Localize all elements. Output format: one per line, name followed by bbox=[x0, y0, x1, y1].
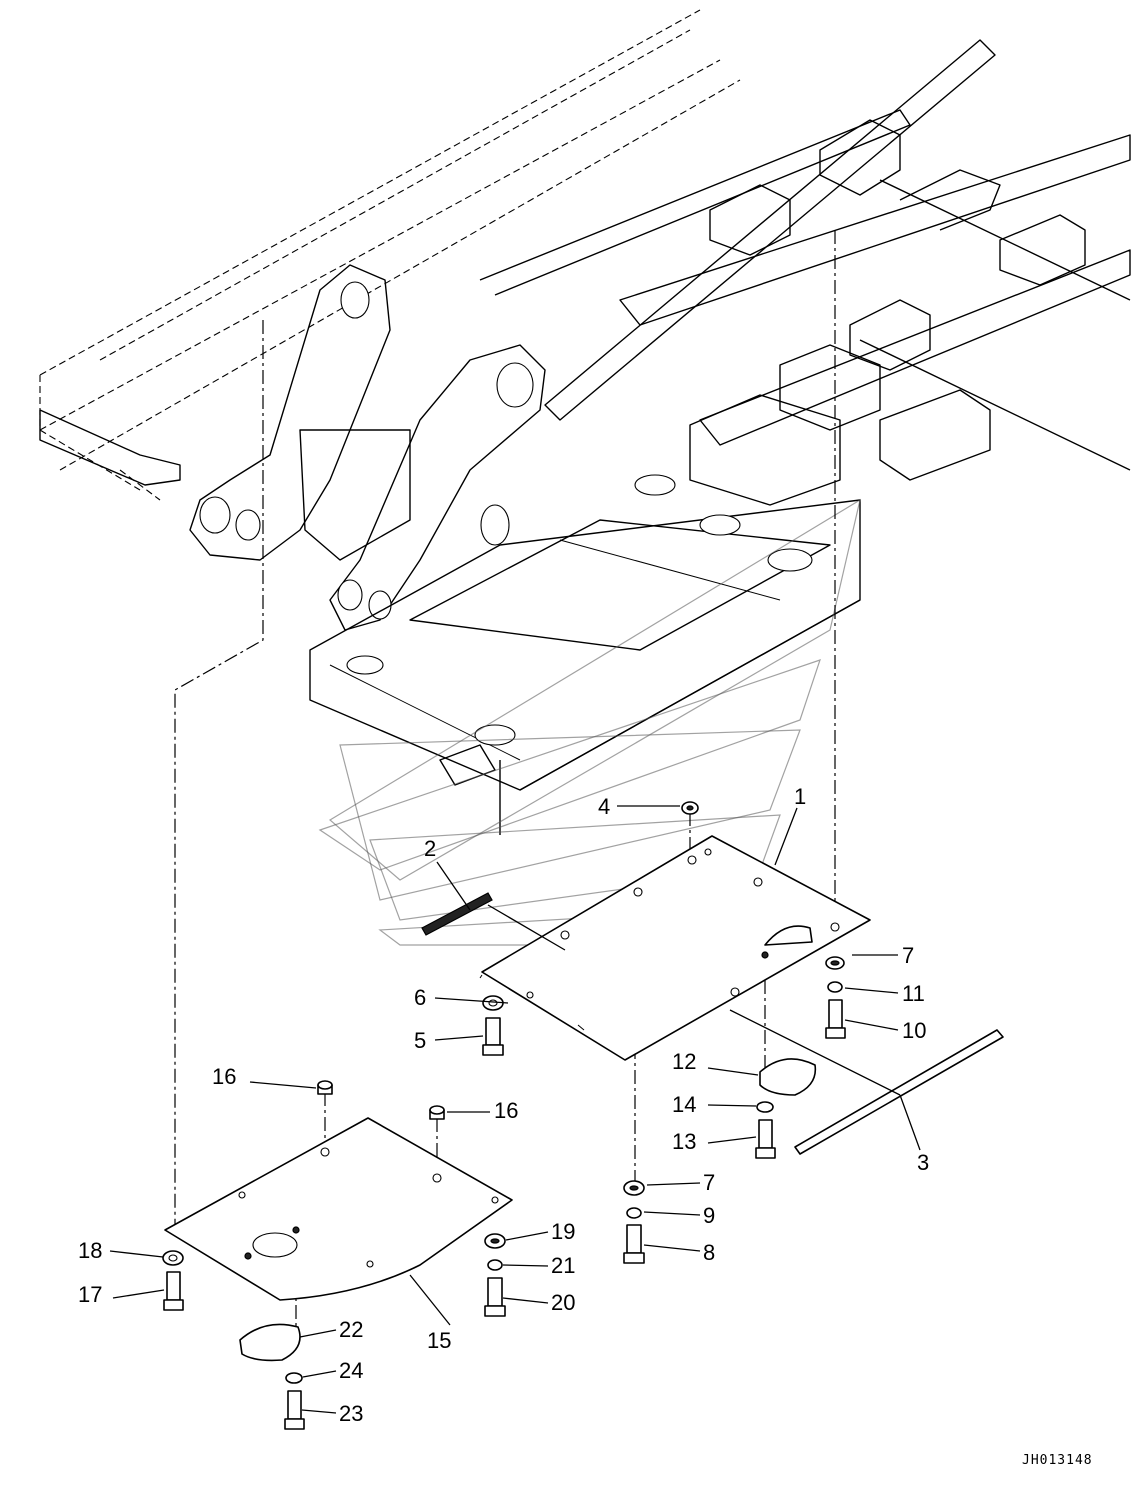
callout-5: 5 bbox=[414, 1028, 426, 1053]
callout-4: 4 bbox=[598, 794, 610, 819]
callout-12: 12 bbox=[672, 1049, 696, 1074]
undercover-plate-15 bbox=[164, 1117, 513, 1326]
callout-16-left: 16 bbox=[212, 1064, 236, 1089]
callout-leaders bbox=[109, 805, 899, 1414]
callout-16-right: 16 bbox=[494, 1098, 518, 1123]
callout-1: 1 bbox=[794, 784, 806, 809]
revolving-frame-assembly bbox=[39, 9, 1131, 835]
fasteners bbox=[162, 801, 846, 1430]
drawing-number: JH013148 bbox=[1022, 1453, 1093, 1468]
callout-18: 18 bbox=[78, 1238, 102, 1263]
callout-13: 13 bbox=[672, 1129, 696, 1154]
callout-22: 22 bbox=[339, 1317, 363, 1342]
callout-19: 19 bbox=[551, 1219, 575, 1244]
callout-labels: 1 2 3 4 5 6 7 7 8 9 10 11 12 13 14 15 16… bbox=[78, 784, 929, 1426]
callout-9: 9 bbox=[703, 1203, 715, 1228]
callout-15: 15 bbox=[427, 1328, 451, 1353]
seal-strip-3 bbox=[729, 1009, 1004, 1155]
undercover-plate-1 bbox=[479, 835, 871, 1061]
callout-3: 3 bbox=[917, 1150, 929, 1175]
callout-14: 14 bbox=[672, 1092, 696, 1117]
callout-10: 10 bbox=[902, 1018, 926, 1043]
callout-11: 11 bbox=[902, 981, 925, 1006]
callout-2: 2 bbox=[424, 836, 436, 861]
callout-7-lower: 7 bbox=[703, 1170, 715, 1195]
callout-20: 20 bbox=[551, 1290, 575, 1315]
callout-24: 24 bbox=[339, 1358, 363, 1383]
callout-17: 17 bbox=[78, 1282, 102, 1307]
seal-strip-2 bbox=[421, 861, 566, 951]
callout-21: 21 bbox=[551, 1253, 575, 1278]
callout-7-upper: 7 bbox=[902, 943, 914, 968]
callout-23: 23 bbox=[339, 1401, 363, 1426]
callout-6: 6 bbox=[414, 985, 426, 1010]
callout-8: 8 bbox=[703, 1240, 715, 1265]
